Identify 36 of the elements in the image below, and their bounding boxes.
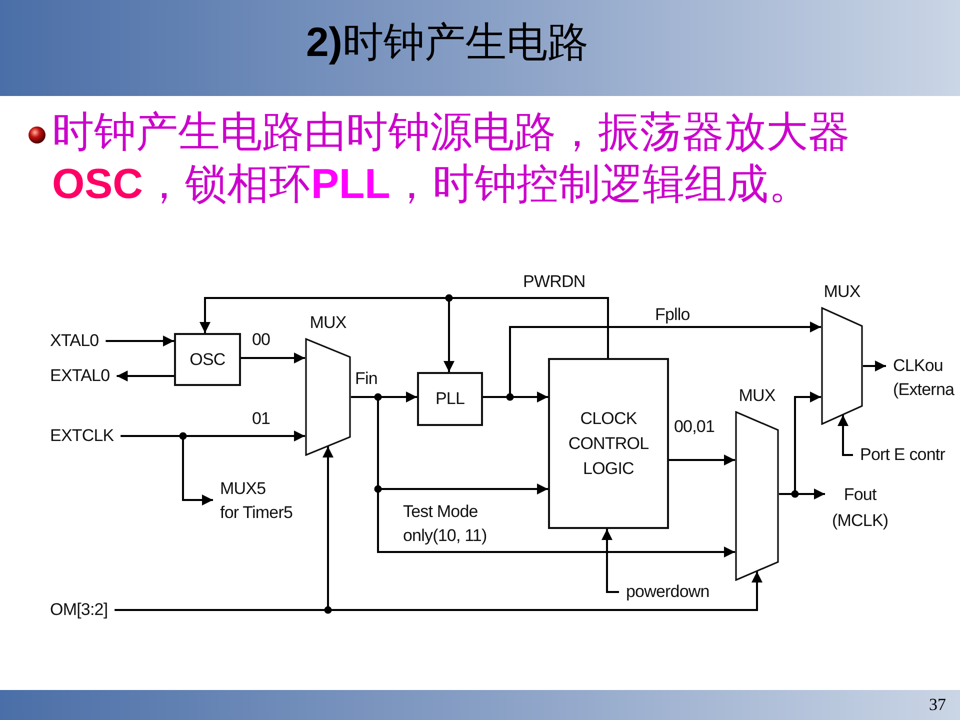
slide-title: 2)时钟产生电路: [306, 17, 588, 68]
edge-label: Fpllo: [655, 305, 690, 325]
signal-label: XTAL0: [50, 331, 99, 351]
edge-label: 00,01: [674, 417, 715, 437]
edge-label: Fin: [355, 369, 378, 389]
arrow: [669, 454, 735, 466]
signal-label: powerdown: [626, 582, 710, 602]
edge-label: Test Mode only(10, 11): [403, 501, 487, 547]
signal-label: EXTAL0: [50, 366, 110, 386]
signal-label: EXTCLK: [50, 426, 114, 446]
edge-label: PWRDN: [523, 272, 586, 292]
arrow: [838, 415, 853, 456]
signal-label: CLKou (Externa: [893, 354, 954, 402]
block-label: MUX: [824, 282, 860, 302]
edge-label: 00: [252, 330, 270, 350]
arrow: [241, 352, 305, 364]
edge-label: 01: [252, 409, 270, 429]
function-block: CLOCK CONTROL LOGIC: [548, 358, 669, 529]
block-label: MUX: [738, 386, 776, 406]
multiplexer: [305, 313, 351, 456]
arrow: [120, 435, 213, 506]
arrow: [116, 370, 174, 382]
block-label: MUX: [310, 313, 346, 333]
arrow: [863, 360, 886, 372]
page-number: 37: [929, 695, 946, 715]
arrow: [106, 336, 174, 346]
function-block: PLL: [417, 372, 483, 426]
arrow: [602, 529, 619, 593]
function-block: OSC: [174, 333, 241, 386]
bullet-text: 时钟产生电路由时钟源电路，振荡器放大器OSC，锁相环PLL，时钟控制逻辑组成。: [52, 106, 851, 210]
multiplexer: [821, 282, 863, 425]
signal-label: OM[3:2]: [50, 600, 108, 620]
signal-label: Port E contr: [860, 445, 945, 465]
signal-label: MUX5 for Timer5: [220, 477, 293, 525]
arrow: [114, 572, 762, 611]
signal-label: Fout (MCLK): [832, 482, 888, 534]
